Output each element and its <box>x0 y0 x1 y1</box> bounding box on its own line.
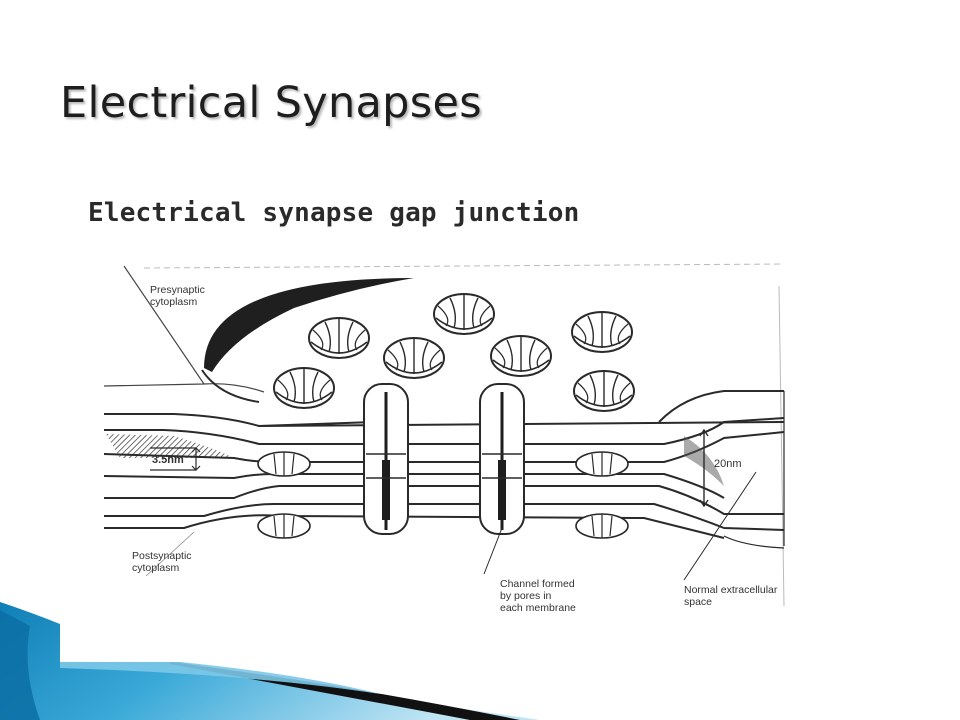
channel-label-line: by pores in <box>500 590 552 602</box>
postsynaptic-label-line: cytoplasm <box>132 562 180 574</box>
postsynaptic-label: Postsynaptic cytoplasm <box>132 550 192 574</box>
channel-label-line: each membrane <box>500 602 576 614</box>
normal-width-label: 20nm <box>714 458 742 470</box>
gap-junction-diagram <box>103 263 785 607</box>
presynaptic-label: Presynaptic cytoplasm <box>150 284 205 308</box>
slide-footer-decoration <box>0 602 540 720</box>
channel-label-line: Channel formed <box>500 578 575 590</box>
gap-junction-figure: Electrical synapse gap junction Presynap… <box>84 186 820 662</box>
extracellular-label-line: space <box>684 596 713 608</box>
slide-title: Electrical Synapses <box>60 78 482 128</box>
extracellular-label: Normal extracellular space <box>684 584 777 608</box>
postsynaptic-label-line: Postsynaptic <box>132 550 192 562</box>
gap-width-label: 3.5nm <box>152 454 184 466</box>
channel-label: Channel formed by pores in each membrane <box>500 578 576 614</box>
extracellular-label-line: Normal extracellular <box>684 584 778 596</box>
presynaptic-label-line: cytoplasm <box>150 296 198 308</box>
figure-title: Electrical synapse gap junction <box>88 198 580 228</box>
presynaptic-label-line: Presynaptic <box>150 284 205 296</box>
